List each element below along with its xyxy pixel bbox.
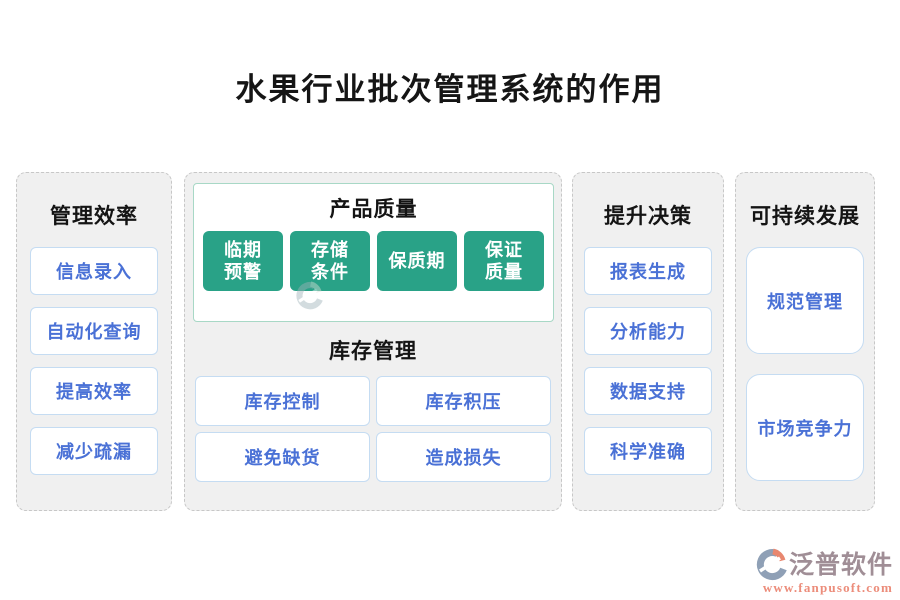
item-box-green: 保证 质量 (464, 231, 544, 291)
item-box: 自动化查询 (30, 307, 158, 355)
item-box: 库存控制 (195, 376, 370, 426)
product-quality-box: 产品质量 临期 预警 存储 条件 保质期 保证 质量 (193, 183, 554, 322)
item-box-green: 临期 预警 (203, 231, 283, 291)
panel-header-sustainable-development: 可持续发展 (750, 204, 860, 228)
item-box-green: 存储 条件 (290, 231, 370, 291)
inventory-items-grid: 库存控制 库存积压 避免缺货 造成损失 (185, 376, 561, 482)
panel-header-inventory-management: 库存管理 (329, 339, 417, 363)
panel-quality-inventory: 产品质量 临期 预警 存储 条件 保质期 保证 质量 库存管理 库存控制 库存积… (184, 172, 562, 511)
item-box: 科学准确 (584, 427, 712, 475)
item-box: 分析能力 (584, 307, 712, 355)
item-box: 减少疏漏 (30, 427, 158, 475)
panel-header-product-quality: 产品质量 (329, 197, 418, 221)
item-box: 信息录入 (30, 247, 158, 295)
panel-header-decision-improvement: 提升决策 (604, 204, 692, 228)
watermark-logo-icon (296, 281, 323, 310)
item-box: 避免缺货 (195, 432, 370, 482)
item-box-green: 保质期 (377, 231, 457, 291)
item-box: 数据支持 (584, 367, 712, 415)
brand-footer: 泛普软件 www.fanpusoft.com (753, 548, 893, 596)
item-box: 造成损失 (376, 432, 551, 482)
item-box: 规范管理 (746, 247, 864, 354)
brand-website: www.fanpusoft.com (762, 580, 893, 595)
page-title: 水果行业批次管理系统的作用 (235, 72, 665, 107)
panel-management-efficiency: 管理效率 信息录入 自动化查询 提高效率 减少疏漏 (16, 172, 172, 511)
brand-row: 泛普软件 (753, 548, 893, 582)
item-box: 库存积压 (376, 376, 551, 426)
panel-sustainable-development: 可持续发展 规范管理 市场竞争力 (735, 172, 875, 511)
quality-items-row: 临期 预警 存储 条件 保质期 保证 质量 (194, 231, 553, 291)
item-box: 市场竞争力 (746, 374, 864, 481)
panel-decision-improvement: 提升决策 报表生成 分析能力 数据支持 科学准确 (572, 172, 724, 511)
item-box: 提高效率 (30, 367, 158, 415)
panel-header-management-efficiency: 管理效率 (50, 204, 138, 228)
brand-name: 泛普软件 (788, 551, 893, 579)
fanpu-logo-icon (756, 548, 787, 581)
item-box: 报表生成 (584, 247, 712, 295)
